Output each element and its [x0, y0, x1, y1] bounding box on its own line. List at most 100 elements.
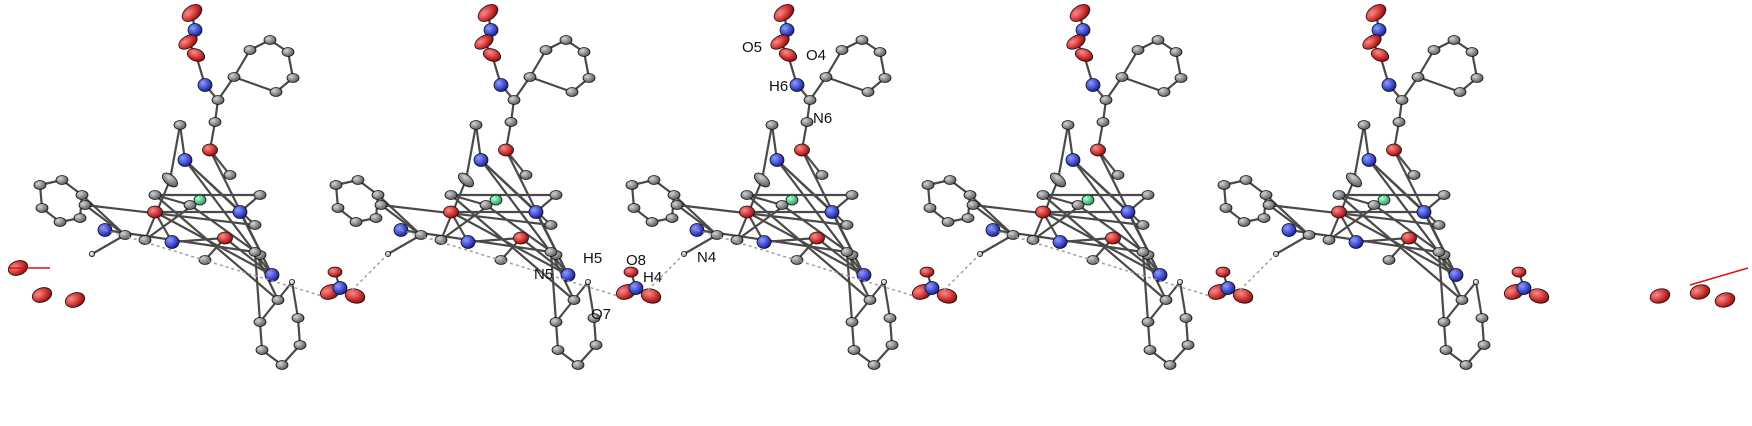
atom-c-4-45: [923, 203, 937, 213]
atom-c-4-16: [1049, 172, 1067, 188]
bond-3-12: [825, 75, 869, 94]
atom-n-5-17: [1416, 205, 1432, 219]
atom-c-4-32: [1159, 295, 1173, 305]
atom-o-1-13: [202, 143, 218, 157]
bond-1-45: [84, 203, 256, 227]
atom-c-3-24: [730, 235, 744, 245]
atom-c-2-37: [587, 313, 601, 323]
atom-h-5-38: [1473, 278, 1480, 285]
atom-n-2-4: [493, 78, 509, 92]
atom-c-3-21: [840, 220, 854, 230]
atom-c-5-37: [1475, 313, 1489, 323]
atom-c-4-7: [1115, 72, 1129, 82]
atom-c-3-12: [861, 87, 875, 97]
atom-h-4-38: [1177, 278, 1184, 285]
atom-c-5-35: [1459, 360, 1473, 370]
atom-c-1-6: [208, 117, 222, 127]
atom-c-1-16: [161, 172, 179, 188]
atom-n-4-50: [1220, 281, 1236, 295]
atom-o-1-18: [147, 205, 163, 219]
hbond-link-inner-2: [400, 229, 619, 297]
atom-o-1-20: [217, 231, 233, 245]
atom-o-2-51: [640, 288, 662, 304]
atom-c-4-9: [1151, 35, 1165, 45]
atom-c-3-27: [815, 170, 829, 180]
atom-n-5-19: [1348, 235, 1364, 249]
atom-c-4-21: [1136, 220, 1150, 230]
atom-c-4-40: [1006, 230, 1020, 240]
atom-c-4-24: [1026, 235, 1040, 245]
atom-c-5-23: [1382, 255, 1396, 265]
atom-o-3-13: [794, 143, 810, 157]
atom-h-2-38: [585, 278, 592, 285]
atom-c-2-42: [371, 190, 385, 200]
atom-c-4-5: [1099, 95, 1113, 105]
bond-5-12: [1417, 75, 1461, 94]
molecule-unit-3: [625, 4, 958, 370]
atom-c-1-25: [148, 190, 162, 200]
atom-c-2-44: [329, 180, 343, 190]
atom-c-2-8: [539, 45, 553, 55]
atom-c-5-6: [1392, 117, 1406, 127]
atom-c-1-24: [138, 235, 152, 245]
bond-2-36: [549, 251, 558, 323]
atom-m-2-29: [489, 194, 503, 206]
atom-c-2-9: [559, 35, 573, 45]
atom-o-4-13: [1090, 143, 1106, 157]
atom-n-2-17: [528, 205, 544, 219]
atom-o-2-2: [474, 34, 494, 50]
bond-2-16: [464, 124, 478, 181]
atom-c-1-44: [33, 180, 47, 190]
bond-2-12: [529, 75, 573, 94]
atom-c-5-40: [1302, 230, 1316, 240]
hbond-link-inner-3: [696, 229, 915, 297]
bond-4-36: [1141, 251, 1150, 323]
atom-o-3-51: [936, 288, 958, 304]
atom-label-h5: H5: [583, 250, 602, 267]
atom-label-o8: O8: [626, 252, 646, 269]
atom-n-1-50: [332, 281, 348, 295]
atom-o-2-13: [498, 143, 514, 157]
bond-1-53: [91, 234, 126, 255]
bond-4-41: [1178, 281, 1188, 319]
atom-h-3-38: [881, 278, 888, 285]
atom-c-3-44: [625, 180, 639, 190]
atom-c-5-31: [1432, 247, 1446, 257]
atom-c-4-25: [1036, 190, 1050, 200]
atom-n-5-4: [1381, 78, 1397, 92]
atom-c-4-34: [1143, 345, 1157, 355]
atom-label-n4: N4: [697, 249, 716, 266]
atom-c-2-22: [549, 190, 563, 200]
atom-c-2-46: [349, 217, 363, 227]
atom-c-5-46: [1237, 217, 1251, 227]
atom-c-5-33: [1437, 317, 1451, 327]
atom-c-5-34: [1439, 345, 1453, 355]
atom-c-5-7: [1411, 72, 1425, 82]
molecule-chain: [33, 4, 1550, 370]
atom-c-1-9: [263, 35, 277, 45]
atom-m-1-29: [193, 194, 207, 206]
atom-o-3-20: [809, 231, 825, 245]
bond-1-32: [189, 204, 261, 256]
atom-o-5-51: [1528, 288, 1550, 304]
atom-c-2-11: [582, 73, 596, 83]
atom-c-1-34: [255, 345, 269, 355]
atom-c-1-7: [227, 72, 241, 82]
atom-c-2-21: [544, 220, 558, 230]
atom-o-5-52: [1511, 266, 1527, 278]
atom-c-5-11: [1470, 73, 1484, 83]
atom-c-4-11: [1174, 73, 1188, 83]
atom-n-3-4: [789, 78, 805, 92]
bond-3-53: [683, 234, 718, 255]
atom-c-4-33: [1141, 317, 1155, 327]
atom-c-2-31: [544, 247, 558, 257]
atom-label-n5: N5: [534, 266, 553, 283]
atom-m-3-29: [785, 194, 799, 206]
atom-c-1-27: [223, 170, 237, 180]
atom-c-1-11: [286, 73, 300, 83]
atom-c-1-15: [173, 120, 187, 130]
hbond-link-4: [1237, 253, 1277, 293]
atom-c-5-27: [1407, 170, 1421, 180]
atom-c-2-35: [571, 360, 585, 370]
atom-c-4-42: [963, 190, 977, 200]
